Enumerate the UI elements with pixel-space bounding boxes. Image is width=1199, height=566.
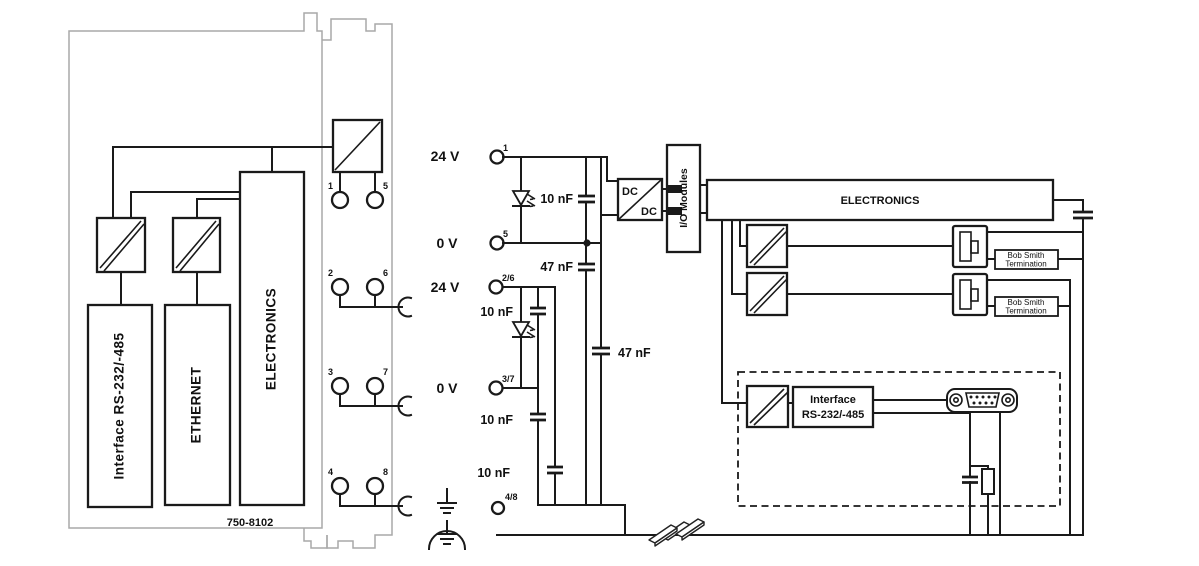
label-24v-system: 24 V xyxy=(431,148,460,164)
bob-smith-box-2: Bob Smith Termination xyxy=(994,296,1059,317)
earth-rails xyxy=(496,504,1084,536)
electronics-block-left: ELECTRONICS xyxy=(238,170,306,507)
interface-psu-symbol xyxy=(95,216,147,274)
svg-text:RS-232/-485: RS-232/-485 xyxy=(802,409,864,421)
cap-10nf-field2-label: 10 nF xyxy=(480,413,513,427)
electronics-box: ELECTRONICS xyxy=(705,178,1093,536)
svg-text:6: 6 xyxy=(383,268,388,278)
rj45-icon-2 xyxy=(951,272,989,317)
cap-47nf-lower-label: 47 nF xyxy=(618,346,651,360)
label-0v-field: 0 V xyxy=(436,380,458,396)
svg-text:Bob Smith: Bob Smith xyxy=(1008,251,1045,260)
serial-interface-box: Interface RS-232/-485 xyxy=(791,385,875,429)
svg-text:1: 1 xyxy=(328,181,333,191)
junction-dot xyxy=(583,239,591,247)
resistor-icon xyxy=(981,468,995,495)
io-modules-label: I/O Modules xyxy=(678,168,690,228)
din-rail-icon xyxy=(648,518,705,547)
svg-text:Termination: Termination xyxy=(1005,307,1046,316)
controller-internal-wires xyxy=(112,146,376,306)
eth-channel-1: Bob Smith Termination xyxy=(745,223,1084,270)
ethernet-psu-symbol xyxy=(171,216,222,274)
svg-text:2: 2 xyxy=(328,268,333,278)
svg-text:Termination: Termination xyxy=(1005,260,1046,269)
terminal-3-7-label: 3/7 xyxy=(502,374,515,384)
dc-bottom-label: DC xyxy=(641,206,657,218)
terminal-5-label: 5 xyxy=(503,229,508,239)
electronics-block-left-label: ELECTRONICS xyxy=(264,288,279,390)
io-modules-box: I/O Modules xyxy=(661,143,708,254)
svg-text:Interface: Interface xyxy=(810,394,856,406)
svg-text:5: 5 xyxy=(383,181,388,191)
earth-icon xyxy=(437,488,457,514)
voltage-labels: 24 V 0 V 24 V 0 V xyxy=(431,148,460,396)
cap-10nf-field3-label: 10 nF xyxy=(477,466,510,480)
d-sub9-icon xyxy=(946,388,1018,413)
interface-block-label: Interface RS-232/-485 xyxy=(112,332,127,479)
terminal-4-8-label: 4/8 xyxy=(505,492,518,502)
system-supply-rails xyxy=(502,156,619,506)
terminal-1-label: 1 xyxy=(503,143,508,153)
system-power-led-icon xyxy=(511,156,536,244)
cage-clamp-icons xyxy=(397,296,413,517)
serial-isolation-box: Interface RS-232/-485 xyxy=(737,371,1061,536)
system-psu-symbol xyxy=(331,118,384,174)
controller-housing-outline xyxy=(68,12,393,549)
interface-block: Interface RS-232/-485 xyxy=(86,303,154,509)
field-power-led-icon xyxy=(511,286,536,389)
supply-terminals: 1 5 2/6 3/7 4/8 xyxy=(488,143,518,516)
module-pin-numbers: 1 5 2 6 3 7 4 8 xyxy=(328,181,388,477)
label-24v-field: 24 V xyxy=(431,279,460,295)
dc-top-label: DC xyxy=(622,186,638,198)
terminal-2-6-label: 2/6 xyxy=(502,273,515,283)
bob-smith-box-1: Bob Smith Termination xyxy=(994,249,1059,270)
ethernet-block: ETHERNET xyxy=(163,303,232,507)
earth-din-rail-icon xyxy=(427,520,467,551)
svg-text:7: 7 xyxy=(383,367,388,377)
cap-47nf-upper-label: 47 nF xyxy=(540,260,573,274)
module-terminal-pins xyxy=(330,190,403,507)
eth-channel-2: Bob Smith Termination xyxy=(745,271,1071,536)
electronics-label: ELECTRONICS xyxy=(841,195,920,207)
svg-text:3: 3 xyxy=(328,367,333,377)
svg-text:Bob Smith: Bob Smith xyxy=(1008,298,1045,307)
rj45-icon-1 xyxy=(951,224,989,269)
model-number: 750-8102 xyxy=(227,517,274,529)
cap-10nf-field1-label: 10 nF xyxy=(480,305,513,319)
dc-dc-converter: DC DC xyxy=(616,177,664,222)
svg-text:8: 8 xyxy=(383,467,388,477)
cap-10nf-system-label: 10 nF xyxy=(540,192,573,206)
svg-text:4: 4 xyxy=(328,467,333,477)
label-0v-system: 0 V xyxy=(436,235,458,251)
field-supply-rails xyxy=(502,286,563,506)
ethernet-block-label: ETHERNET xyxy=(189,366,204,443)
